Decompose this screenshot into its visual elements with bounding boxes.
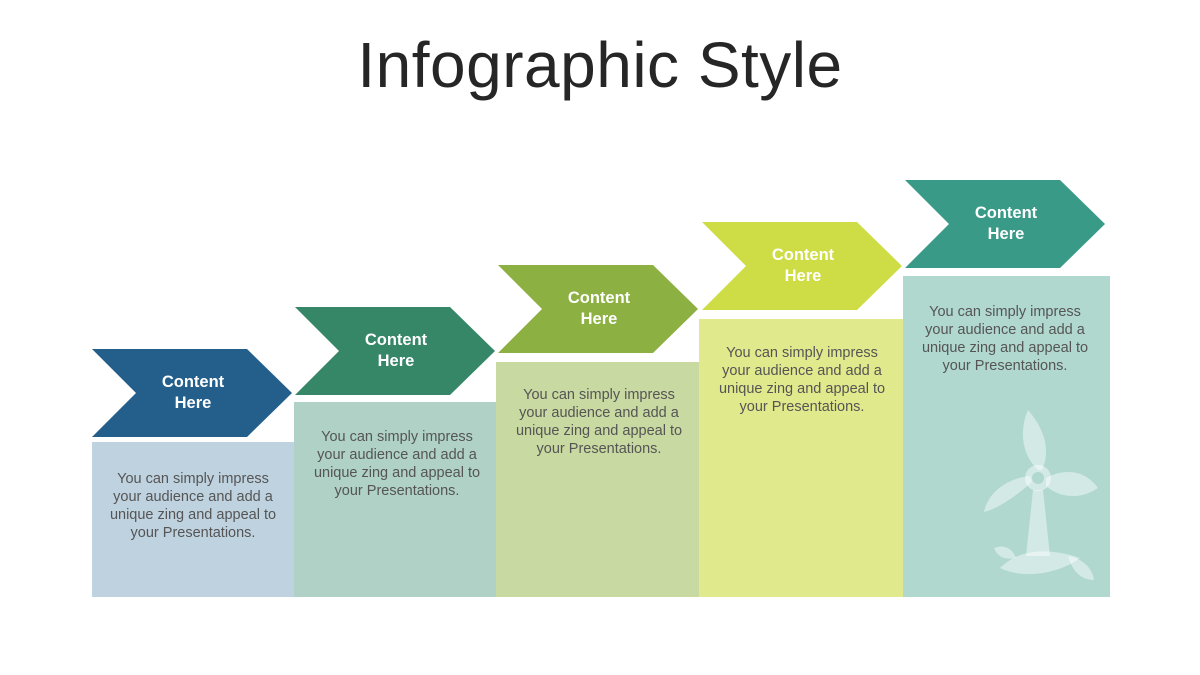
wind-turbine-leaf-icon	[980, 408, 1100, 588]
step-arrow-3: Content Here	[498, 265, 698, 353]
step-box-4	[699, 319, 903, 597]
step-arrow-2: Content Here	[295, 307, 495, 395]
page-title: Infographic Style	[357, 29, 843, 101]
step-description-4: You can simply impress your audience and…	[718, 345, 886, 415]
step-description-2: You can simply impress your audience and…	[313, 429, 481, 499]
step-arrow-1: Content Here	[92, 349, 292, 437]
step-label-5: Content Here	[974, 204, 1038, 243]
step-box-2	[294, 402, 496, 597]
step-label-2: Content Here	[364, 331, 428, 370]
step-label-3: Content Here	[567, 289, 631, 328]
step-description-5: You can simply impress your audience and…	[921, 304, 1089, 374]
step-box-3	[496, 362, 699, 597]
step-box-5	[903, 276, 1110, 597]
step-arrow-5: Content Here	[905, 180, 1105, 268]
step-description-3: You can simply impress your audience and…	[515, 387, 683, 457]
step-arrow-4: Content Here	[702, 222, 902, 310]
step-label-1: Content Here	[161, 373, 225, 412]
step-label-4: Content Here	[771, 246, 835, 285]
step-description-1: You can simply impress your audience and…	[109, 471, 277, 541]
step-box-1	[92, 442, 294, 597]
